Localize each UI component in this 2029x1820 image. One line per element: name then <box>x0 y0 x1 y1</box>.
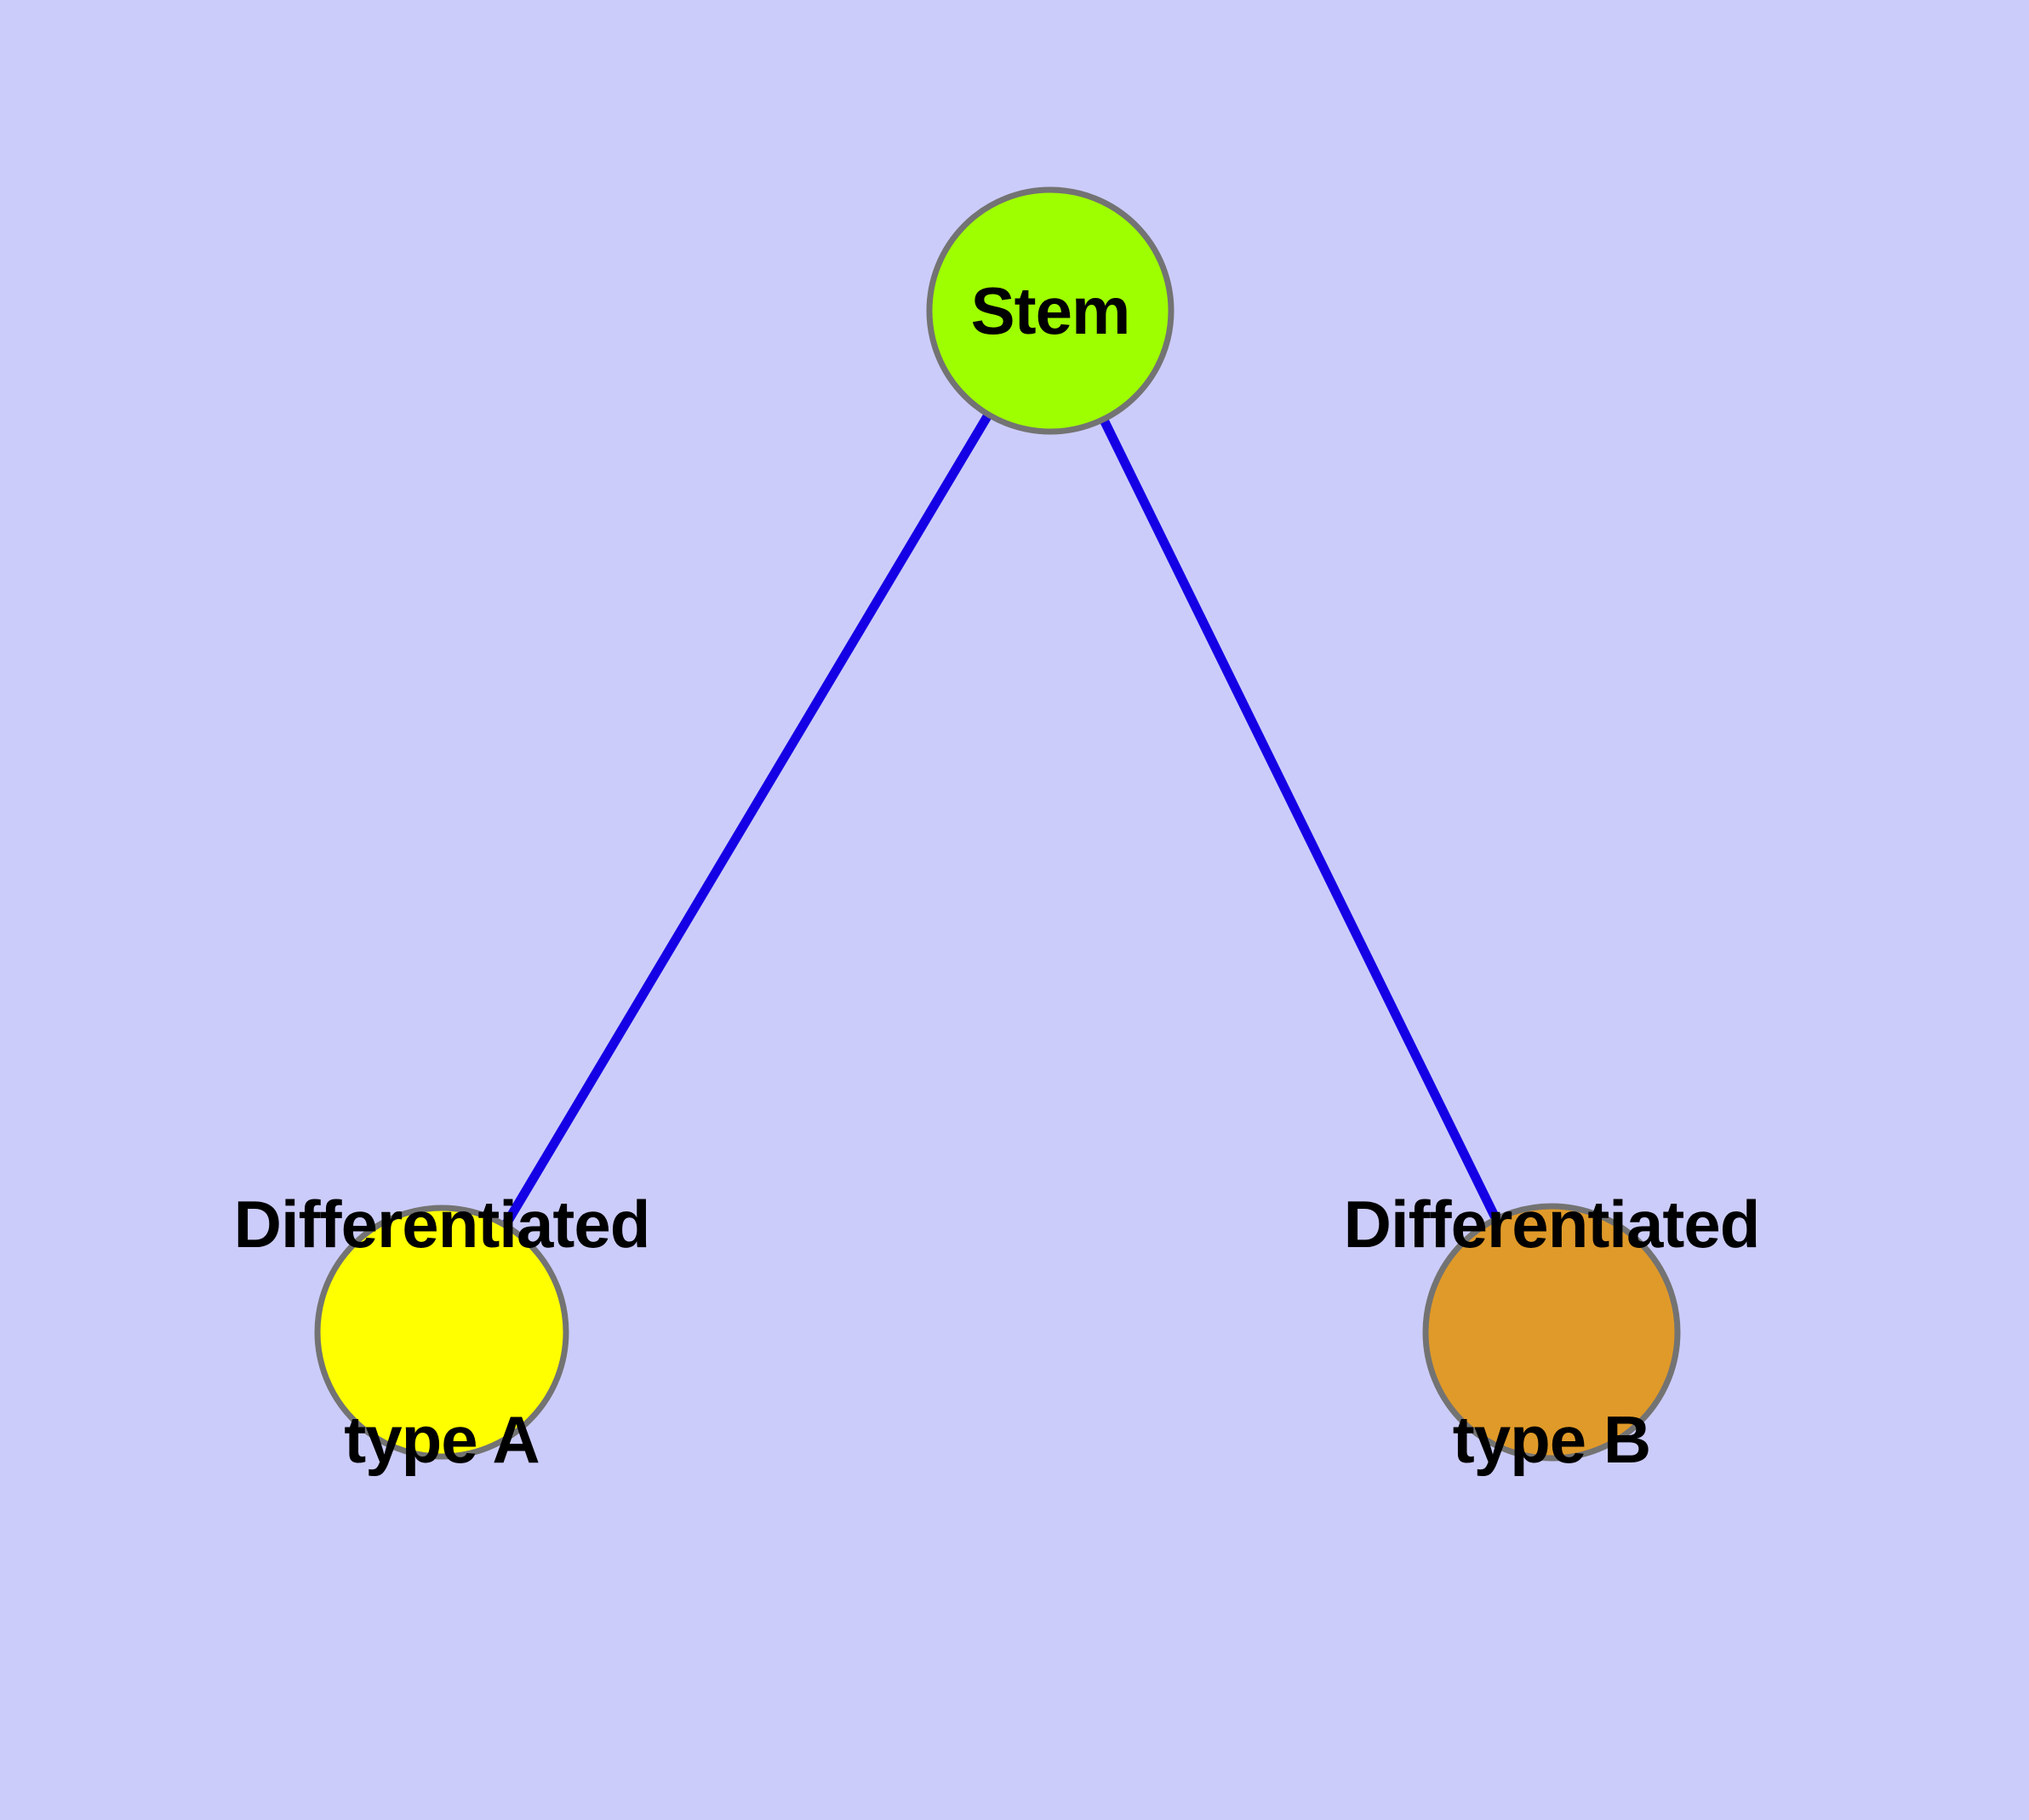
edge-stem-to-diff-a <box>437 308 1055 1335</box>
node-stem[interactable] <box>926 186 1175 435</box>
node-diff-a[interactable] <box>314 1205 569 1460</box>
edges-group <box>437 308 1556 1335</box>
nodes-group <box>314 186 1681 1462</box>
node-diff-b[interactable] <box>1422 1203 1681 1462</box>
edge-stem-to-diff-b <box>1046 308 1556 1335</box>
